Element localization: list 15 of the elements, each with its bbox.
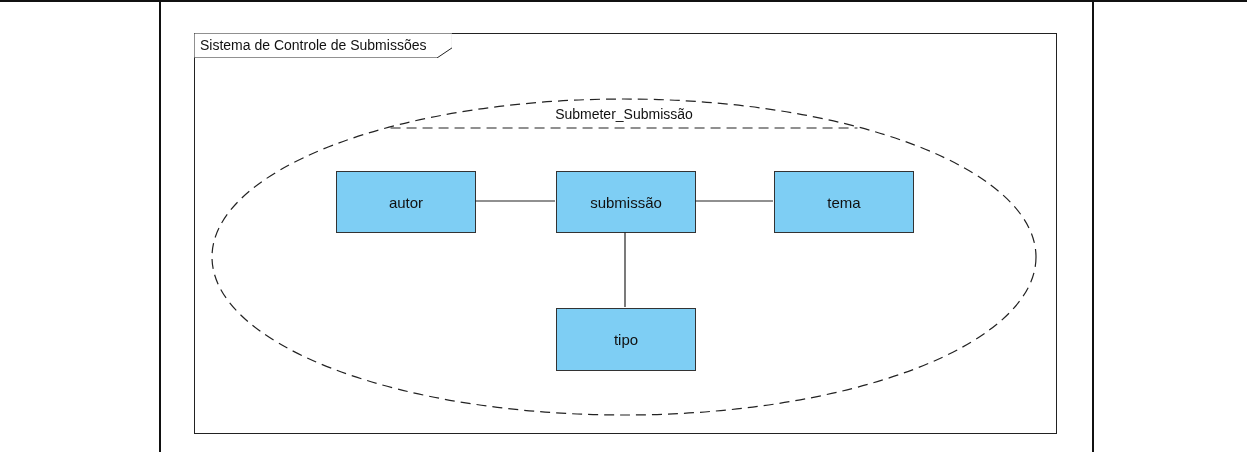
frame-title: Sistema de Controle de Submissões [200, 37, 427, 53]
system-frame [194, 33, 1057, 434]
class-box [336, 171, 476, 233]
class-box [556, 308, 696, 371]
use-case-name: Submeter_Submissão [554, 106, 694, 122]
class-box [556, 171, 696, 233]
class-name: submissão [590, 193, 662, 211]
class-name: autor [388, 193, 424, 211]
association-line [624, 231, 626, 308]
use-case-ellipse [211, 98, 1037, 416]
class-name: tema [827, 193, 861, 211]
association-line [694, 200, 774, 202]
class-box [774, 171, 914, 233]
association-line [474, 200, 556, 202]
class-name: tipo [613, 331, 639, 348]
